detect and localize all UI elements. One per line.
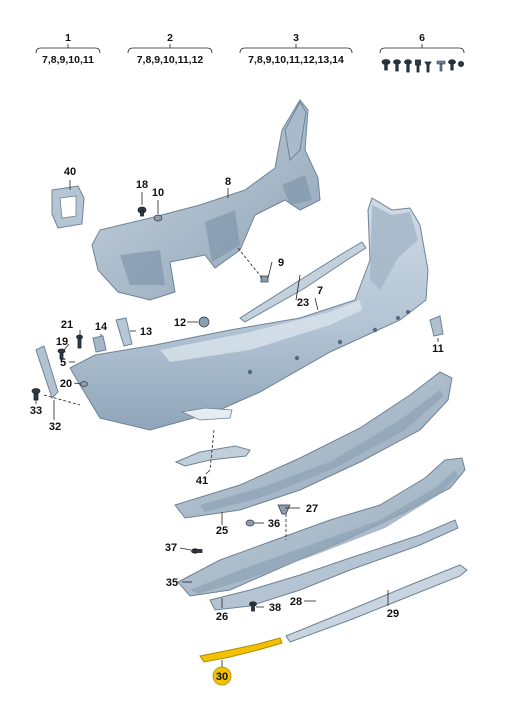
- callout-28: 28: [290, 596, 302, 608]
- callout-41: 41: [196, 475, 208, 487]
- callout-labels: 40 18 10 8 9 23 7 12 21 14 13 19 5 20 33…: [30, 166, 444, 686]
- callout-32: 32: [49, 421, 61, 433]
- clip-12-icon: [198, 316, 210, 328]
- part-14-clip: [92, 335, 107, 353]
- clip-9-icon: [260, 275, 269, 283]
- header-1-number: 1: [65, 32, 71, 44]
- callout-10: 10: [152, 187, 164, 199]
- header-2-refs: 7,8,9,10,11,12: [137, 54, 204, 66]
- callout-38: 38: [269, 602, 281, 614]
- callout-9: 9: [278, 257, 284, 269]
- part-25-lower-diffuser: [174, 371, 453, 519]
- clip-33-icon: [31, 388, 41, 401]
- part-8-carrier-bracket: [91, 99, 321, 301]
- part-23-guide-strip: [239, 241, 367, 323]
- callout-23: 23: [297, 297, 309, 309]
- callout-5: 5: [60, 357, 66, 369]
- header-group-3: 3 7,8,9,10,11,12,13,14: [239, 32, 353, 66]
- header-1-refs: 7,8,9,10,11: [42, 54, 94, 66]
- callout-11: 11: [432, 343, 444, 355]
- part-11-clip: [429, 315, 444, 337]
- callout-21: 21: [61, 319, 73, 331]
- callout-30: 30: [216, 671, 228, 683]
- part-41-reflector-strip: [174, 445, 251, 467]
- header-2-number: 2: [167, 32, 173, 44]
- callout-37: 37: [165, 542, 177, 554]
- callout-25: 25: [216, 525, 228, 537]
- header-3-refs: 7,8,9,10,11,12,13,14: [248, 54, 344, 66]
- header-group-2: 2 7,8,9,10,11,12: [127, 32, 213, 66]
- callout-33: 33: [30, 405, 42, 417]
- callout-36: 36: [268, 518, 280, 530]
- header-6-number: 6: [419, 32, 425, 44]
- screw-37-icon: [191, 548, 203, 554]
- header-3-number: 3: [293, 32, 299, 44]
- part-29-trim-strip: [285, 564, 468, 643]
- callout-12: 12: [174, 317, 186, 329]
- callout-8: 8: [225, 176, 231, 188]
- screw-38-icon: [249, 601, 257, 612]
- callout-26: 26: [216, 611, 228, 623]
- callout-18: 18: [136, 179, 148, 191]
- part-13-bracket: [115, 317, 133, 347]
- callout-14: 14: [95, 321, 108, 333]
- nut-20-icon: [80, 381, 88, 387]
- leader-lines: [35, 180, 439, 672]
- callout-40: 40: [64, 166, 76, 178]
- clip-27-icon: [277, 504, 291, 515]
- part-26-lower-panel: [209, 519, 459, 611]
- header-group-6: 6: [379, 32, 465, 73]
- nut-10-icon: [153, 214, 163, 222]
- callout-19: 19: [56, 336, 68, 348]
- part-30-highlighted-strip: [199, 637, 283, 663]
- callout-20: 20: [60, 378, 72, 390]
- part-7-bumper-cover: [69, 197, 429, 431]
- screw-21-icon: [76, 334, 83, 349]
- screw-19-icon: [57, 348, 66, 360]
- callout-27: 27: [306, 503, 318, 515]
- callout-30-badge: [212, 666, 232, 686]
- part-32-side-bracket: [35, 345, 59, 399]
- fastener-set-icon: [381, 59, 464, 73]
- part-35-lower-trim: [177, 457, 466, 597]
- part-40-bracket: [51, 185, 85, 229]
- callout-35: 35: [166, 577, 178, 589]
- header-group-1: 1 7,8,9,10,11: [35, 32, 101, 66]
- callout-29: 29: [387, 608, 399, 620]
- fastener-18-icon: [137, 206, 147, 217]
- callout-7: 7: [317, 285, 323, 297]
- callout-13: 13: [140, 326, 152, 338]
- nut-36-icon: [245, 519, 255, 527]
